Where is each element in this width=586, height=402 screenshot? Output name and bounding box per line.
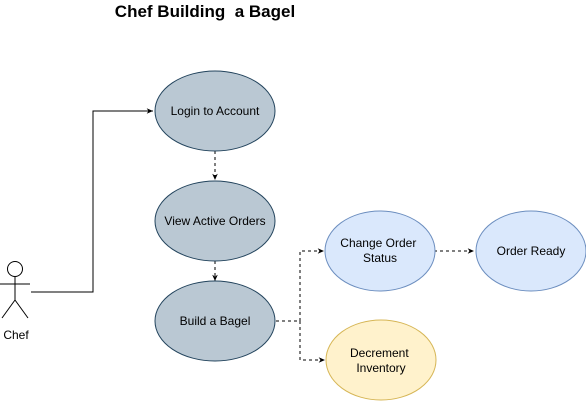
use-case-status: Change Order Status [324,210,436,292]
use-case-inventory-label-line-2: Inventory [356,361,405,375]
use-case-status-shape [324,210,436,292]
connector-build-status [276,248,324,322]
connector-build-inventory [299,321,325,363]
use-case-ready: Order Ready [475,210,586,292]
use-case-status-label-line-1: Change Order [340,236,416,250]
use-case-view-shape [154,180,276,262]
use-case-status-label: Change Order Status [340,236,419,265]
use-case-inventory-label: Decrement Inventory [350,346,412,375]
actor-label: Chef [3,328,29,342]
use-case-view-label-line-1: View Active Orders [164,214,265,228]
use-case-inventory: Decrement Inventory [325,319,437,401]
use-case-login-shape [154,70,276,152]
use-case-login-label-line-1: Login to Account [171,104,260,118]
use-case-build: Build a Bagel [154,280,276,362]
use-case-ready-label: Order Ready [497,244,566,258]
use-case-build-label: Build a Bagel [180,314,251,328]
use-case-status-label-line-2: Status [363,251,397,265]
use-case-build-label-line-1: Build a Bagel [180,314,251,328]
chef-actor [0,261,30,319]
use-case-inventory-shape [325,319,437,401]
use-case-view-label: View Active Orders [164,214,265,228]
use-case-login: Login to Account [154,70,276,152]
use-case-inventory-label-line-1: Decrement [350,346,409,360]
use-case-ready-label-line-1: Order Ready [497,244,566,258]
connector-actor-login [31,108,153,293]
use-case-build-shape [154,280,276,362]
diagram-title: Chef Building a Bagel [114,2,296,21]
use-case-ready-shape [475,210,586,292]
use-case-login-label: Login to Account [171,104,260,118]
use-case-view: View Active Orders [154,180,276,262]
